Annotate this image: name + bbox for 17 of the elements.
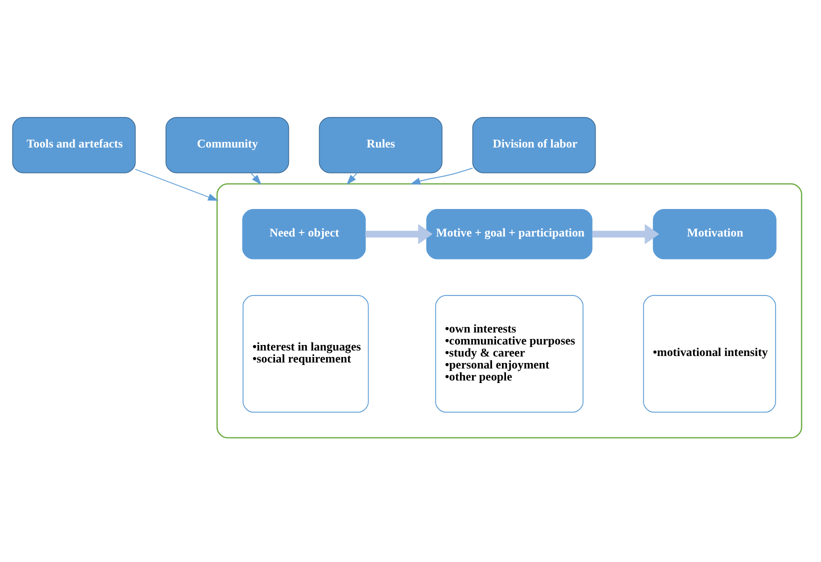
cluster	[216, 183, 802, 438]
node-box: •interest in languages •social requirement	[242, 295, 369, 413]
arrow	[346, 172, 358, 185]
node-box: Need + object	[242, 209, 366, 260]
node-box: Community	[166, 116, 290, 174]
node-box: Motive + goal + participation	[426, 209, 592, 260]
node-box: •own interests •communicative purposes •study & career •personal enjoyment •other people	[435, 295, 584, 413]
arrow	[592, 224, 660, 244]
node-box: Motivation	[652, 209, 776, 260]
node-box: •motivational intensity	[643, 295, 776, 413]
node-box: Rules	[318, 116, 442, 174]
arrow	[134, 168, 218, 201]
arrow	[365, 224, 433, 244]
arrow	[250, 172, 262, 185]
node-box: Division of labor	[472, 116, 596, 174]
arrow	[410, 168, 474, 185]
node-box: Tools and artefacts	[12, 116, 136, 174]
